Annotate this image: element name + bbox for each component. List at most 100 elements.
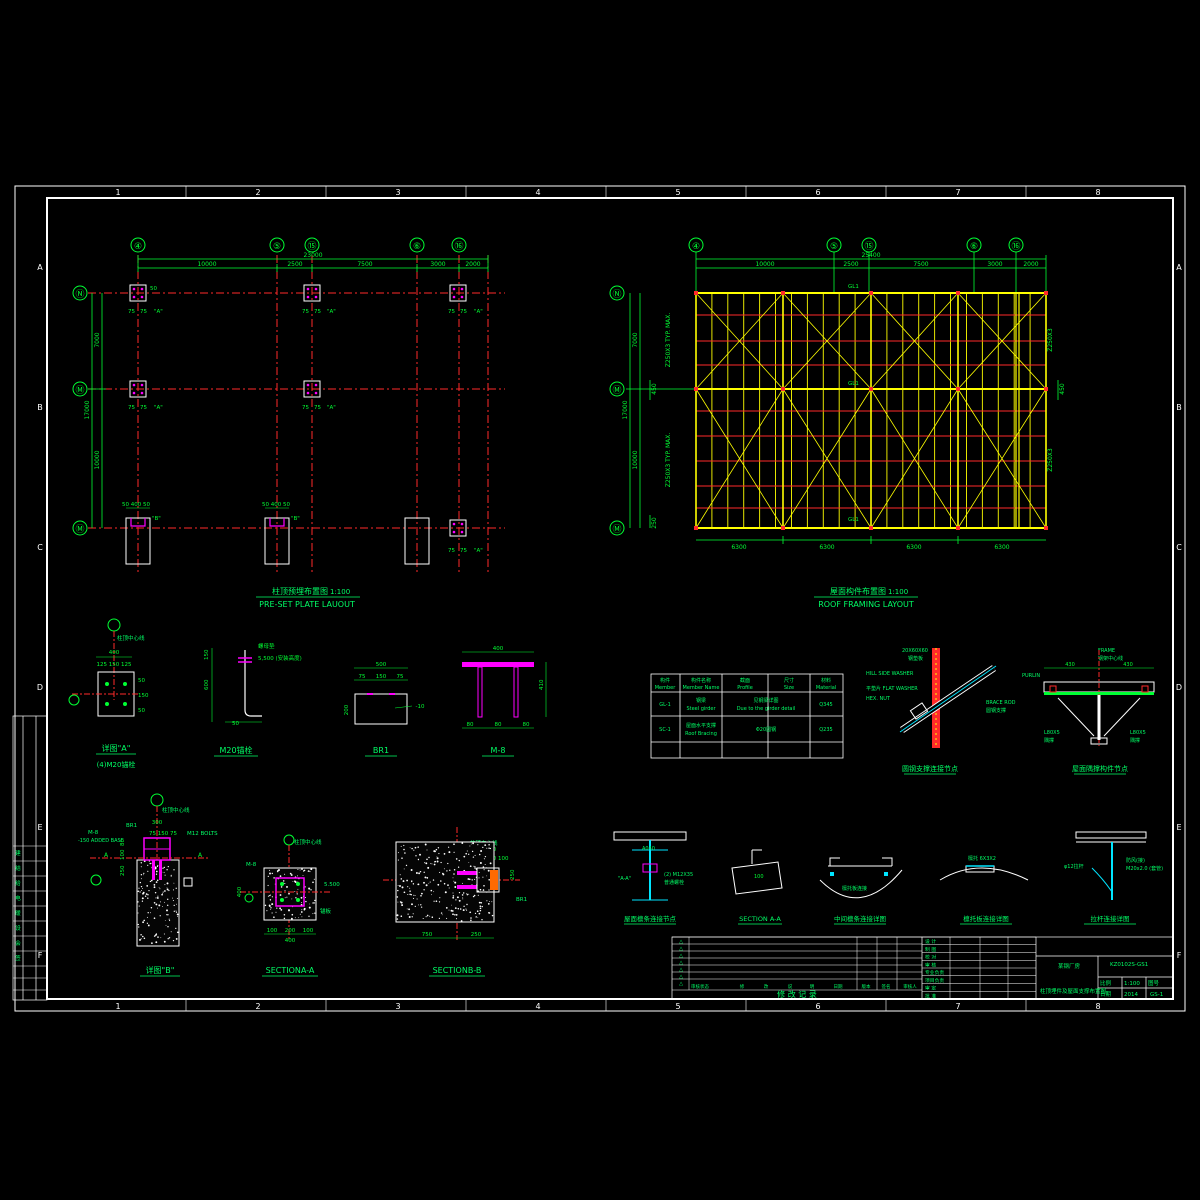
border-row-label: B bbox=[37, 403, 43, 412]
concrete-dot bbox=[268, 904, 271, 907]
concrete-dot bbox=[167, 926, 169, 928]
side-strip-label: 给 bbox=[15, 879, 21, 887]
rev-marker: △ bbox=[679, 974, 683, 980]
side-approval-strip bbox=[12, 715, 48, 1001]
concrete-dot bbox=[140, 938, 142, 940]
rev-header: 说 bbox=[788, 983, 793, 990]
concrete-dot bbox=[170, 875, 172, 877]
role-label: 设 计 bbox=[925, 938, 936, 945]
detail-title: 详图"B" bbox=[146, 965, 175, 975]
concrete-dot bbox=[147, 912, 149, 914]
concrete-dot bbox=[466, 909, 468, 911]
concrete-dot bbox=[173, 904, 175, 907]
plate-tag: "B" bbox=[152, 516, 161, 522]
concrete-dot bbox=[297, 868, 299, 871]
plate-dim: 50 bbox=[150, 286, 157, 292]
concrete-dot bbox=[165, 924, 167, 926]
concrete-dot bbox=[172, 897, 174, 899]
concrete-dot bbox=[162, 867, 164, 869]
concrete-dot bbox=[478, 872, 480, 874]
concrete-dot bbox=[155, 870, 158, 873]
concrete-dot bbox=[406, 908, 408, 910]
concrete-dot bbox=[448, 851, 451, 854]
concrete-dot bbox=[399, 885, 401, 887]
concrete-dot bbox=[312, 881, 314, 884]
concrete-dot bbox=[313, 878, 315, 880]
small-detail-label: 檩托 6X3X2 bbox=[968, 855, 996, 862]
concrete-dot bbox=[159, 915, 161, 917]
concrete-dot bbox=[142, 888, 143, 890]
detail-dim: 50 bbox=[232, 721, 239, 727]
plate-dim: 75 bbox=[302, 309, 309, 315]
concrete-dot bbox=[147, 897, 149, 899]
concrete-dot bbox=[438, 917, 441, 920]
detail-m20-anchor: 螺母垫 5,500 (安装高度) 150 600 50 M20锚栓 bbox=[204, 642, 302, 757]
concrete-dot bbox=[139, 881, 141, 884]
concrete-dot bbox=[149, 862, 151, 865]
concrete-dot bbox=[139, 938, 141, 941]
concrete-dot bbox=[150, 862, 152, 864]
dimension-text: 10000 bbox=[197, 261, 216, 268]
concrete-dot bbox=[466, 850, 468, 852]
detail-level: 5.500 bbox=[324, 882, 340, 888]
concrete-dot bbox=[491, 901, 493, 903]
detail-dim: 200 bbox=[285, 928, 296, 934]
node-label: 钢架中心线 bbox=[1098, 655, 1123, 662]
detail-dim: 400 bbox=[285, 938, 296, 944]
plate-dim: 75 bbox=[140, 309, 147, 315]
concrete-dot bbox=[424, 862, 426, 864]
concrete-dot bbox=[488, 912, 490, 914]
table-cell: Due to the girder detail bbox=[737, 706, 796, 712]
concrete-dot bbox=[147, 870, 149, 872]
concrete-dot bbox=[273, 916, 275, 918]
plate-dim: 75 bbox=[448, 309, 455, 315]
concrete-dot bbox=[288, 909, 290, 912]
detail-label: BR1 bbox=[516, 897, 527, 903]
concrete-dot bbox=[437, 847, 440, 849]
concrete-dot bbox=[397, 901, 399, 903]
plate-dim: 75 bbox=[128, 405, 135, 411]
concrete-dot bbox=[167, 865, 169, 868]
concrete-dot bbox=[420, 895, 422, 897]
detail-dim: 100 bbox=[303, 928, 314, 934]
concrete-dot bbox=[477, 917, 479, 918]
plate-b-dims: 50 400 50 bbox=[122, 502, 150, 508]
detail-dim: 50 bbox=[138, 678, 145, 684]
plate-tag: "A" bbox=[327, 405, 336, 411]
concrete-dot bbox=[452, 892, 454, 894]
node-label: 圆钢支撑 bbox=[986, 707, 1006, 714]
rev-header: 改 bbox=[764, 983, 769, 990]
concrete-dot bbox=[454, 881, 457, 884]
detail-dim: 200 bbox=[344, 704, 350, 715]
side-note: Z250X3 bbox=[1047, 328, 1054, 352]
role-label: 专业负责 bbox=[925, 969, 944, 976]
concrete-dot bbox=[297, 888, 299, 890]
concrete-dot bbox=[439, 871, 441, 873]
concrete-dot bbox=[471, 850, 474, 853]
dimension-text: 10000 bbox=[94, 450, 101, 469]
roof-framing-members bbox=[694, 291, 1048, 530]
plan-scale: 1:100 bbox=[330, 588, 350, 596]
concrete-dot bbox=[301, 916, 303, 918]
concrete-dot bbox=[436, 860, 439, 863]
roof-bracing bbox=[870, 292, 959, 390]
member-tag: GL1 bbox=[848, 517, 859, 523]
concrete-dot bbox=[264, 904, 267, 907]
node-marker bbox=[694, 526, 698, 530]
concrete-dot bbox=[411, 903, 413, 906]
dimension-text: 17000 bbox=[622, 400, 629, 419]
concrete-dot bbox=[291, 898, 293, 900]
detail-level: -150 ADDED BASE bbox=[78, 838, 124, 844]
dimension-text: 2500 bbox=[287, 261, 302, 268]
concrete-dot bbox=[314, 899, 316, 902]
concrete-dot bbox=[420, 904, 422, 906]
concrete-dot bbox=[141, 900, 144, 902]
node-marker bbox=[869, 387, 873, 391]
concrete-dot bbox=[459, 908, 462, 910]
concrete-dot bbox=[400, 901, 403, 904]
border-col-label: 7 bbox=[955, 1002, 960, 1011]
roof-bracing bbox=[782, 292, 872, 390]
concrete-dot bbox=[444, 891, 447, 894]
concrete-dot bbox=[478, 877, 480, 879]
small-detail-purlin-cleat: 檩托 6X3X2 檩托板连接详图 bbox=[939, 855, 1029, 925]
